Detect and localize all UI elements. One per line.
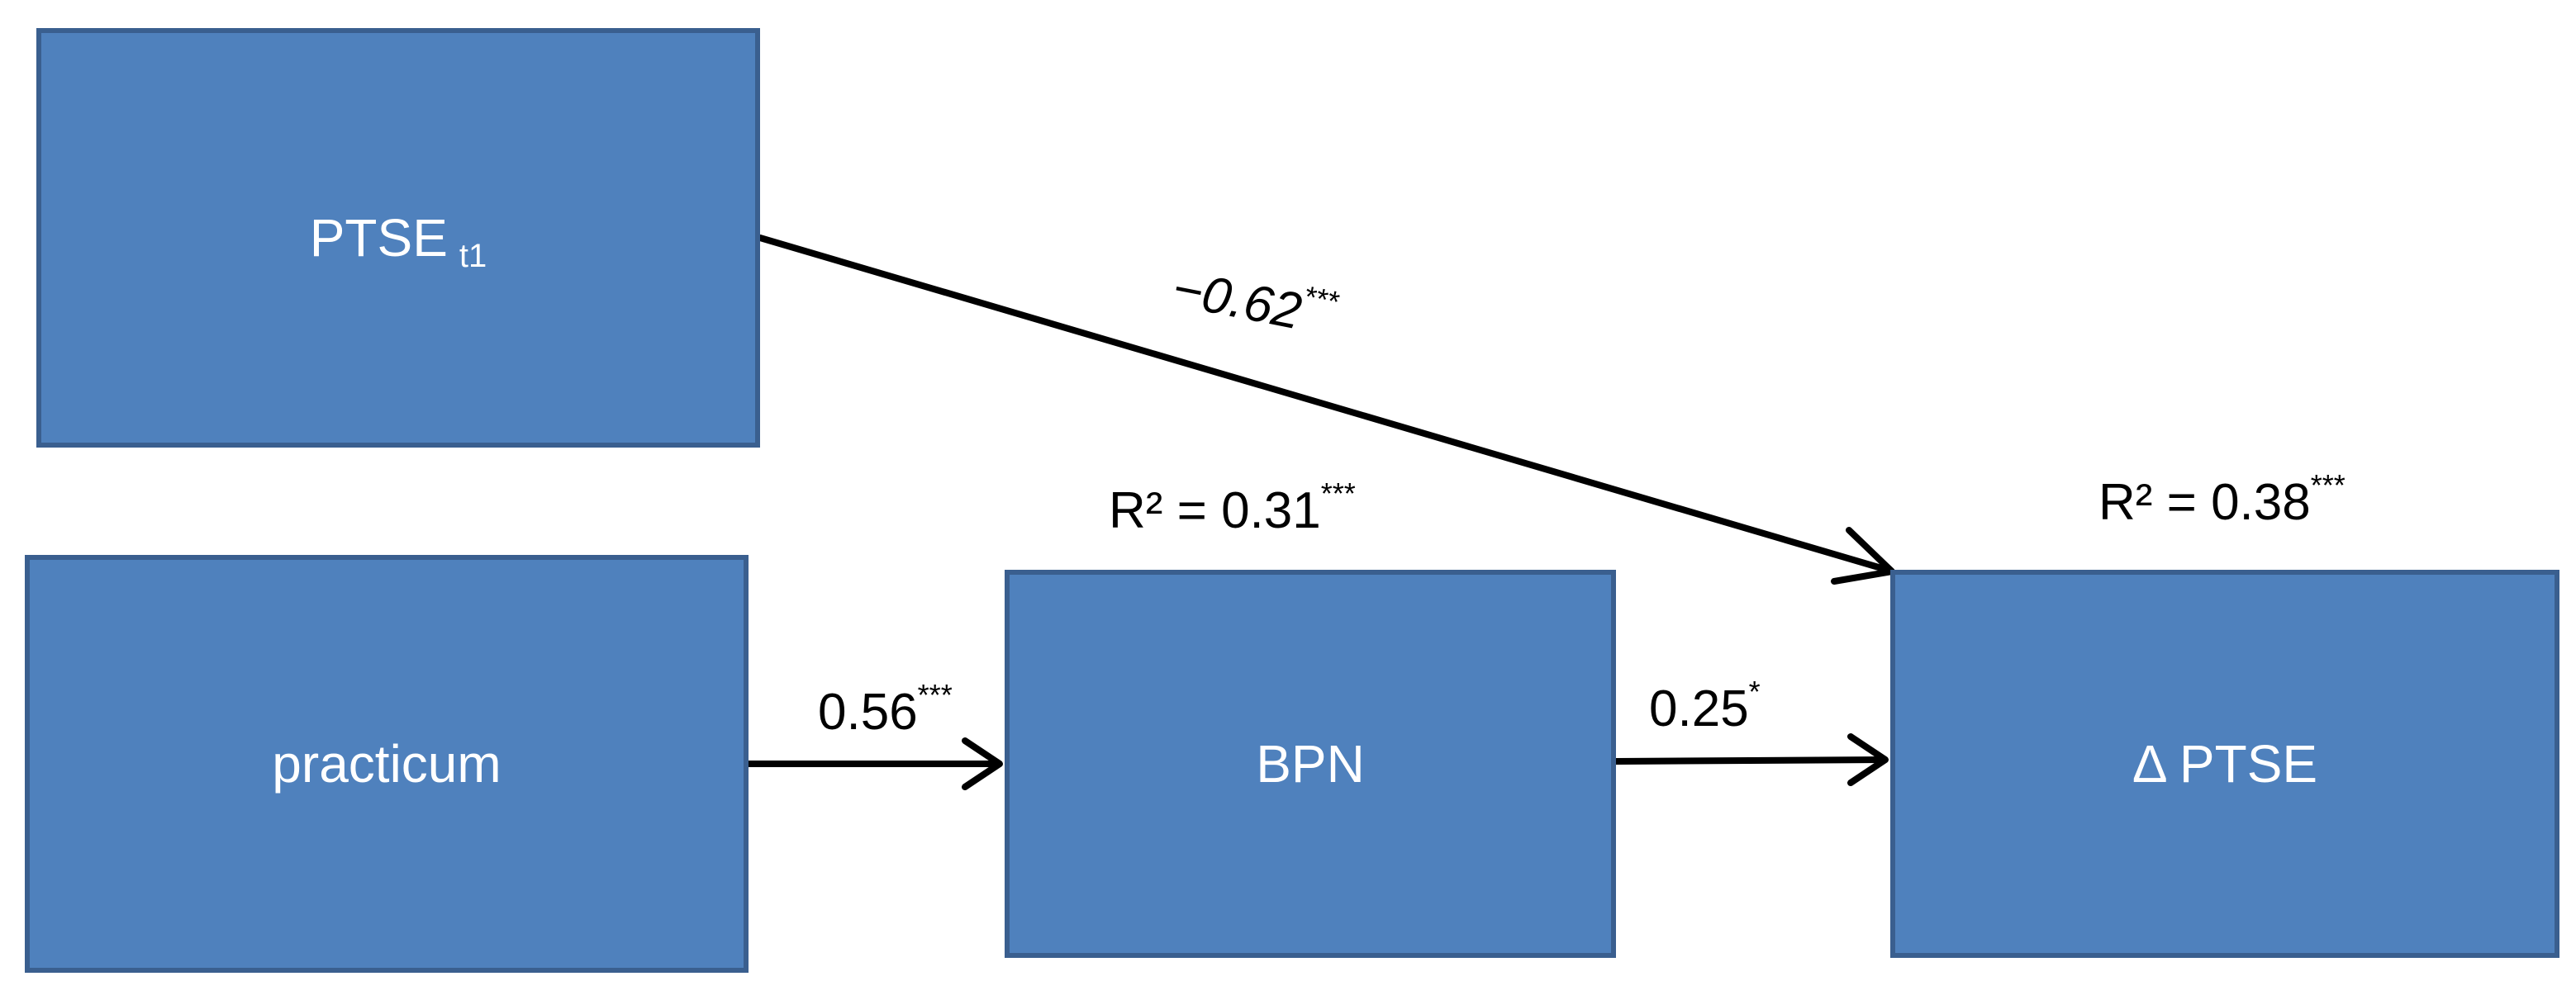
coef-value-bpn-to-delta-ptse: 0.25 [1649, 680, 1749, 737]
node-delta-ptse: Δ PTSE [1890, 570, 2559, 958]
node-delta-ptse-label: Δ PTSE [2132, 734, 2318, 794]
node-practicum-label: practicum [272, 734, 501, 794]
coef-significance-ptse-t1-to-delta-ptse: *** [1300, 278, 1342, 319]
r2-label-delta-ptse: R² = 0.38*** [2098, 471, 2345, 531]
node-bpn-label: BPN [1256, 734, 1365, 794]
coef-significance-practicum-to-bpn: *** [917, 678, 953, 712]
r2-label-bpn: R² = 0.31*** [1109, 479, 1356, 537]
node-practicum: practicum [25, 555, 749, 973]
node-ptse-t1-subscript: t1 [459, 237, 487, 274]
coef-significance-bpn-to-delta-ptse: * [1748, 675, 1761, 709]
coef-value-practicum-to-bpn: 0.56 [818, 684, 918, 741]
r2-value-delta-ptse: R² = 0.38 [2098, 474, 2311, 531]
edge-ptse-t1-to-delta-ptse [757, 235, 1890, 573]
arrowhead-practicum-to-bpn [962, 737, 1003, 790]
node-ptse-t1: PTSE t1 [36, 28, 760, 448]
arrowhead-bpn-to-delta-ptse [1847, 733, 1889, 786]
r2-value-bpn: R² = 0.31 [1109, 482, 1321, 539]
coef-label-bpn-to-delta-ptse: 0.25* [1649, 677, 1761, 735]
node-bpn: BPN [1005, 570, 1616, 958]
node-ptse-t1-label: PTSE [309, 208, 448, 268]
r2-significance-bpn: *** [1320, 476, 1356, 510]
r2-significance-delta-ptse: *** [2310, 468, 2345, 502]
edge-bpn-to-delta-ptse [1613, 756, 1887, 765]
coef-label-practicum-to-bpn: 0.56*** [818, 680, 953, 741]
